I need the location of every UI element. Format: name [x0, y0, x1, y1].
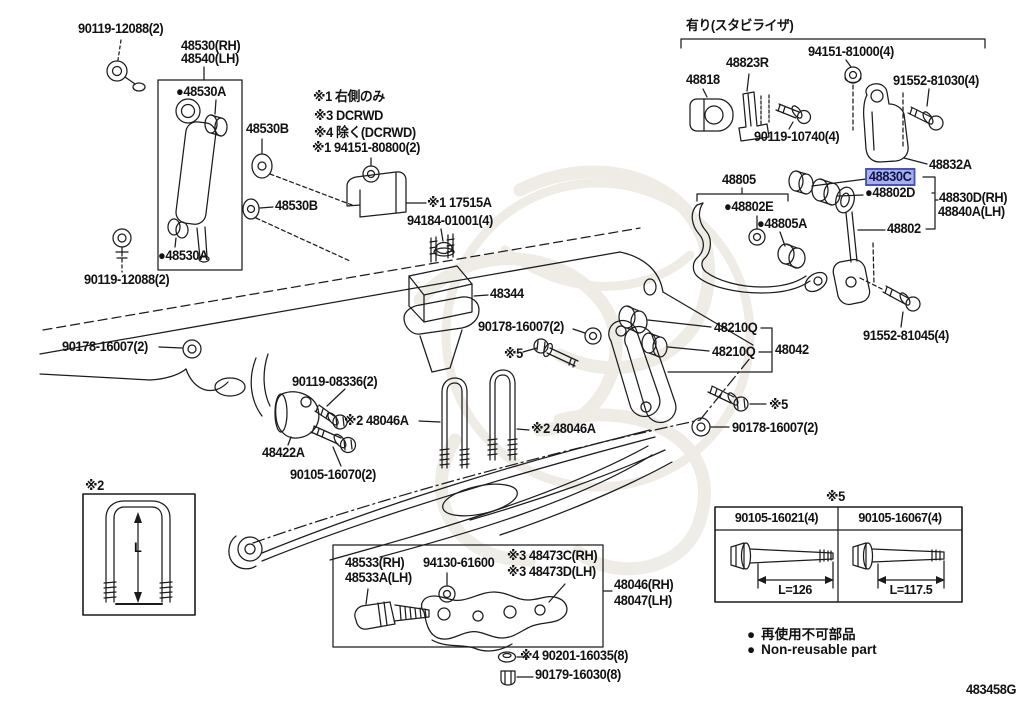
- bolt-90105-16070-drawing: [310, 425, 357, 467]
- label-shock-48530-rh: 48530(RH): [181, 38, 241, 53]
- label-bush-48802e: ●48802E: [724, 199, 774, 214]
- label-nut-90178-mid: 90178-16007(2): [478, 319, 564, 334]
- inset-dimension-l: L: [134, 540, 142, 555]
- label-bolt-90105-16070: 90105-16070(2): [290, 467, 376, 482]
- label-bar-48805: 48805: [722, 172, 756, 187]
- label-ubolt-48046a-right: ※2 48046A: [531, 421, 596, 436]
- label-nut-90178-right: 90178-16007(2): [732, 420, 818, 435]
- label-bush-48802d: ●48802D: [865, 185, 916, 200]
- label-nut-90201-16035: ※4 90201-16035(8): [520, 648, 628, 663]
- label-spring-48047-lh: 48047(LH): [614, 593, 672, 608]
- spring-pin-box-drawing: [332, 544, 613, 652]
- label-shackle-48042: 48042: [775, 342, 809, 357]
- legend-non-reusable-en: ● Non-reusable part: [747, 642, 877, 657]
- bolt-90119-12088-bottom-drawing: [112, 228, 132, 273]
- label-bushing-48530a-bottom: ●48530A: [158, 248, 209, 263]
- label-shock-48540-lh: 48540(LH): [181, 51, 239, 66]
- table-header-part-1: 90105-16021(4): [734, 511, 819, 525]
- label-bracket-48832a: 48832A: [929, 157, 972, 172]
- ubolt-48046a-drawings: [418, 369, 530, 469]
- label-bolt-90119-12088-top: 90119-12088(2): [78, 21, 164, 36]
- label-pin-48533a-lh: 48533A(LH): [345, 570, 412, 585]
- hardware-right-drawing: [691, 385, 767, 437]
- label-bolt-91552-81045: 91552-81045(4): [863, 328, 949, 343]
- legend-non-reusable-ja: ● 再使用不可部品: [747, 623, 856, 643]
- label-link-48830c-highlighted[interactable]: 48830C: [865, 168, 916, 186]
- label-nut-94151-80800: ※1 94151-80800(2): [312, 140, 420, 155]
- label-spring-48046-rh: 48046(RH): [614, 577, 674, 592]
- bolt-90119-08336-drawing: [314, 388, 348, 430]
- label-bush-48210q-1: 48210Q: [714, 320, 758, 335]
- label-bush-48210q-2: 48210Q: [712, 344, 756, 359]
- washer-90178-left-drawing: [158, 339, 202, 359]
- leaf-spring-drawing: [228, 351, 756, 570]
- bracket-17515a-drawing: [346, 157, 455, 257]
- label-link-48840a-lh: 48840A(LH): [938, 204, 1005, 219]
- label-link-48830d-rh: 48830D(RH): [939, 190, 1008, 205]
- label-arm-48473c-rh: ※3 48473C(RH): [507, 548, 598, 563]
- frame-rail-drawing: [39, 227, 754, 417]
- stabilizer-section-title: 有り(スタビライザ): [686, 18, 794, 33]
- note-dcrwd: ※3 DCRWD: [314, 108, 384, 123]
- watermark: [413, 165, 755, 576]
- label-bracket-48823r: 48823R: [726, 55, 769, 70]
- label-nut-94151-81000: 94151-81000(4): [808, 44, 894, 59]
- label-nut-90179-16030: 90179-16030(8): [535, 667, 621, 682]
- label-link-48802: 48802: [887, 221, 921, 236]
- cushion-48344-drawing: [403, 233, 489, 373]
- table-note-star5: ※5: [826, 489, 845, 504]
- shackle-48042-drawing: [608, 305, 773, 424]
- label-cushion-48344: 48344: [490, 286, 524, 301]
- ubolt-length-inset: [82, 493, 196, 616]
- label-bolt-91552-81030: 91552-81030(4): [893, 73, 979, 88]
- note-right-side-only: ※1 右側のみ: [313, 89, 385, 104]
- label-nut-94184-01001: 94184-01001(4): [407, 213, 493, 228]
- label-spacer-48422a: 48422A: [262, 445, 305, 460]
- label-nut-90178-left: 90178-16007(2): [62, 339, 148, 354]
- diagram-code: 483458G: [966, 682, 1017, 697]
- legend-en-text: Non-reusable part: [761, 642, 877, 657]
- stabilizer-mount-drawings: [689, 59, 944, 165]
- bolt-90119-12088-top-drawing: [106, 39, 146, 92]
- label-bolt-90119-12088-bottom: 90119-12088(2): [84, 272, 170, 287]
- non-reusable-bullet-icon: ●: [747, 642, 756, 657]
- stabilizer-section-bracket: [680, 38, 986, 49]
- legend-ja-text: 再使用不可部品: [761, 627, 856, 642]
- note-except-dcrwd: ※4 除く(DCRWD): [314, 125, 416, 140]
- inset-note-star2: ※2: [85, 478, 104, 493]
- table-header-part-2: 90105-16067(4): [858, 511, 942, 525]
- table-length-1: L=126: [778, 583, 812, 597]
- shock-absorber-drawing: [157, 66, 243, 271]
- label-bush-48818: 48818: [686, 72, 720, 87]
- spacer-48422a-drawing: [274, 391, 320, 446]
- hardware-mid-drawing: [522, 327, 602, 368]
- label-grommet-94130-61600: 94130-61600: [423, 555, 495, 570]
- label-star5-mid: ※5: [504, 346, 523, 361]
- non-reusable-bullet-icon: ●: [747, 627, 756, 642]
- label-star5-right: ※5: [769, 397, 788, 412]
- grommet-48530b-drawings: [242, 138, 353, 262]
- label-pin-48533-rh: 48533(RH): [345, 555, 405, 570]
- nuts-below-box-drawing: [497, 651, 534, 686]
- label-bush-48805a: ●48805A: [757, 216, 808, 231]
- table-length-2: L=117.5: [889, 583, 933, 597]
- bolt-length-table-drawing: [714, 506, 963, 603]
- label-bushing-48530a-top: ●48530A: [176, 84, 227, 99]
- label-bracket-17515a: ※1 17515A: [427, 195, 492, 210]
- label-grommet-48530b-2: 48530B: [275, 198, 318, 213]
- label-bolt-90119-08336: 90119-08336(2): [292, 374, 378, 389]
- label-arm-48473d-lh: ※3 48473D(LH): [507, 564, 596, 579]
- label-bolt-90119-10740: 90119-10740(4): [754, 129, 840, 144]
- label-grommet-48530b-1: 48530B: [246, 121, 289, 136]
- label-ubolt-48046a-left: ※2 48046A: [344, 413, 409, 428]
- stabilizer-bar-drawing: [691, 170, 939, 328]
